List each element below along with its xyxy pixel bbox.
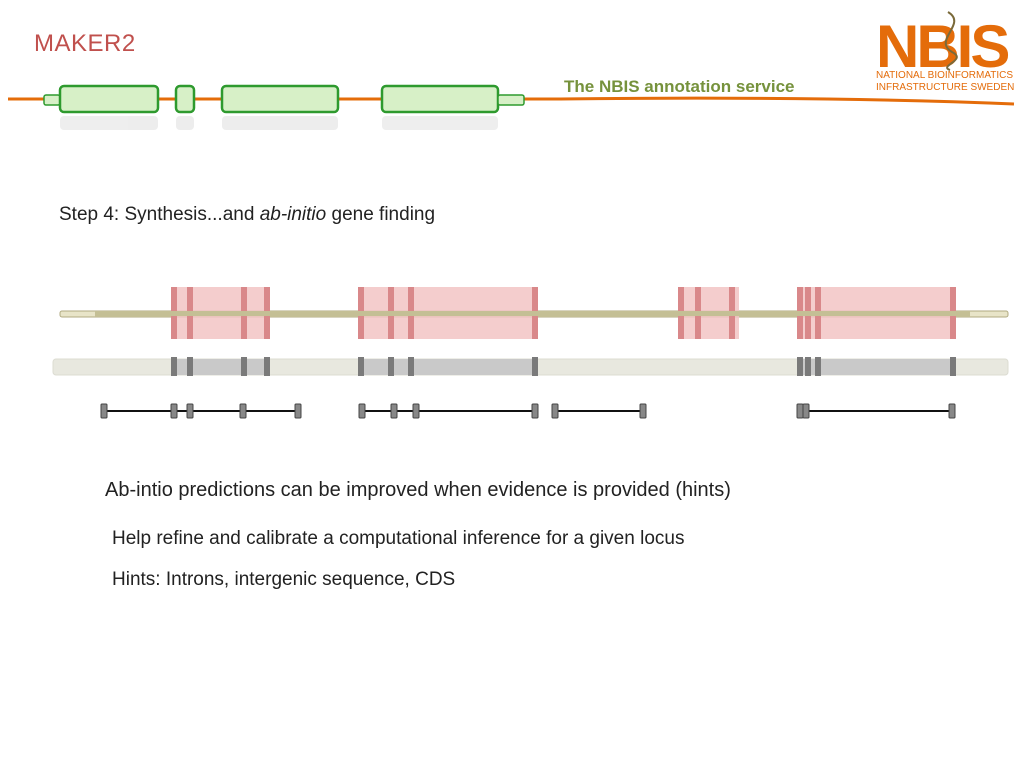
header-utr-left xyxy=(43,94,61,106)
gene-model-cap-2-1 xyxy=(358,403,366,419)
logo-line-1: NATIONAL BIOINFORMATICS xyxy=(876,70,1014,81)
step-heading: Step 4: Synthesis...and ab-initio gene f… xyxy=(59,204,435,226)
header-exon-1 xyxy=(58,84,160,114)
header-exon-2 xyxy=(174,84,196,114)
nbis-logo: NBIS xyxy=(876,11,1011,80)
gene-model-cap-4-1 xyxy=(796,403,804,419)
prediction-mark-2-1 xyxy=(358,357,364,376)
prediction-mark-2-3 xyxy=(408,357,414,376)
prediction-mark-3-4 xyxy=(950,357,956,376)
step-prefix: Step 4: Synthesis...and xyxy=(59,204,260,225)
prediction-mark-1-1 xyxy=(171,357,177,376)
gene-model-cap-1-5 xyxy=(294,403,302,419)
header-exon-3 xyxy=(220,84,340,114)
step-suffix: gene finding xyxy=(326,204,436,225)
header-exon-4 xyxy=(380,84,500,114)
prediction-block-3 xyxy=(797,359,955,375)
header-utr-right xyxy=(497,94,525,106)
prediction-mark-2-4 xyxy=(532,357,538,376)
header-gene-model xyxy=(43,84,525,130)
gene-models xyxy=(100,403,956,419)
prediction-block-2 xyxy=(358,359,537,375)
logo-letters: NBIS xyxy=(876,13,1008,80)
gene-model-cap-1-1 xyxy=(100,403,108,419)
gene-model-cap-2-2 xyxy=(390,403,398,419)
bullet-main: Ab-intio predictions can be improved whe… xyxy=(105,479,731,501)
prediction-mark-1-4 xyxy=(264,357,270,376)
step-italic: ab-initio xyxy=(259,204,327,225)
gene-model-cap-3-2 xyxy=(639,403,647,419)
bullet-sub-2: Hints: Introns, intergenic sequence, CDS xyxy=(112,569,456,590)
prediction-mark-3-1 xyxy=(797,357,803,376)
header-accent-line xyxy=(8,96,1015,106)
gene-model-cap-3-1 xyxy=(551,403,559,419)
prediction-mark-1-2 xyxy=(187,357,193,376)
service-label: The NBIS annotation service xyxy=(564,77,795,96)
prediction-mark-3-2 xyxy=(805,357,811,376)
prediction-block-1 xyxy=(171,359,269,375)
dna-helix-icon xyxy=(944,11,958,71)
prediction-mark-1-3 xyxy=(241,357,247,376)
prediction-mark-2-2 xyxy=(388,357,394,376)
gene-model-cap-4-2 xyxy=(802,403,810,419)
gene-model-cap-4-3 xyxy=(948,403,956,419)
logo-subtitle: NATIONAL BIOINFORMATICS INFRASTRUCTURE S… xyxy=(876,70,1014,94)
bullet-sub-1: Help refine and calibrate a computationa… xyxy=(112,528,685,549)
gene-model-cap-1-3 xyxy=(186,403,194,419)
evidence-track xyxy=(59,287,1009,339)
prediction-track xyxy=(52,357,1009,376)
gene-model-cap-2-3 xyxy=(412,403,420,419)
slide-title: MAKER2 xyxy=(34,30,136,57)
gene-model-cap-2-4 xyxy=(531,403,539,419)
logo-line-2: INFRASTRUCTURE SWEDEN xyxy=(876,82,1015,93)
gene-model-cap-1-2 xyxy=(170,403,178,419)
gene-model-cap-1-4 xyxy=(239,403,247,419)
genome-track-overlay xyxy=(95,311,970,316)
prediction-mark-3-3 xyxy=(815,357,821,376)
